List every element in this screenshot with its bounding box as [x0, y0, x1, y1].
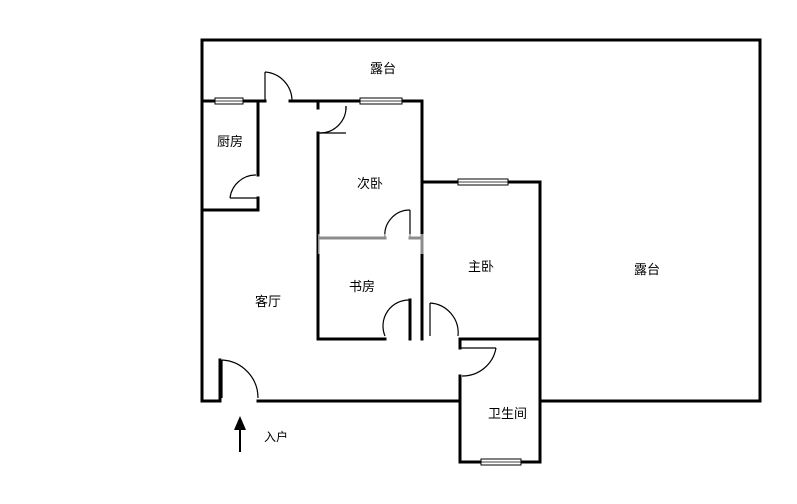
second-bedroom-lower-door — [384, 209, 411, 239]
label-study: 书房 — [349, 279, 375, 295]
label-second-bedroom: 次卧 — [357, 176, 383, 192]
watermark-patch — [318, 234, 426, 254]
master-bedroom-door — [429, 302, 459, 337]
second-bedroom-door — [318, 105, 347, 134]
label-terrace-right: 露台 — [634, 263, 660, 278]
label-master-bedroom: 主卧 — [468, 260, 494, 275]
kitchen-window — [214, 97, 244, 105]
outer-walls — [200, 38, 762, 403]
bathroom-door — [460, 347, 497, 377]
windows — [214, 97, 522, 466]
entrance-label: 入户 — [264, 429, 288, 444]
kitchen-door — [229, 174, 258, 199]
master-bedroom-window — [457, 178, 509, 186]
study-door — [382, 299, 411, 337]
entrance-door — [221, 359, 259, 399]
doors — [221, 71, 497, 399]
label-terrace-top: 露台 — [370, 62, 396, 77]
label-bathroom: 卫生间 — [488, 407, 527, 422]
label-living-room: 客厅 — [255, 294, 281, 310]
terrace-door — [264, 71, 293, 102]
entrance-marker: 入户 — [234, 416, 288, 452]
bathroom-window — [480, 458, 522, 466]
second-bedroom-window — [359, 97, 403, 105]
room-labels: 露台 厨房 次卧 主卧 露台 书房 客厅 卫生间 — [217, 62, 660, 422]
up-arrow-icon — [234, 416, 246, 452]
label-kitchen: 厨房 — [217, 134, 243, 150]
